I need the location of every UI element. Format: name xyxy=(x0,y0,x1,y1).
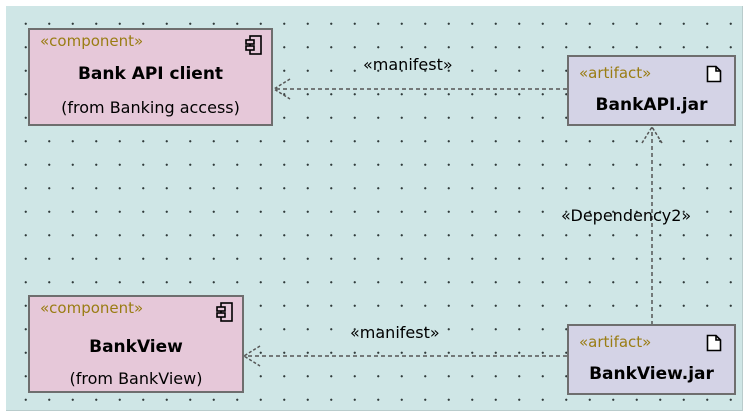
stereotype-label: «artifact» xyxy=(579,333,652,351)
component-icon xyxy=(216,302,233,322)
stereotype-label: «artifact» xyxy=(579,64,652,82)
component-icon xyxy=(245,35,262,55)
component-bankview[interactable]: «component» BankView (from BankView) xyxy=(28,295,244,393)
element-name: BankAPI.jar xyxy=(595,95,708,115)
element-name: BankView.jar xyxy=(589,364,714,384)
artifact-bankapi-jar[interactable]: «artifact» BankAPI.jar xyxy=(567,55,736,126)
arrowhead-top-manifest xyxy=(272,78,291,100)
manifest-label-top[interactable]: «manifest» xyxy=(363,55,453,74)
element-origin: (from BankView) xyxy=(69,369,203,388)
artifact-bankview-jar[interactable]: «artifact» BankView.jar xyxy=(567,324,736,395)
document-icon xyxy=(706,334,722,352)
document-icon xyxy=(706,65,722,83)
element-name: Bank API client xyxy=(77,64,224,84)
element-name: BankView xyxy=(89,337,183,357)
arrowhead-dependency xyxy=(641,125,663,144)
arrowhead-bottom-manifest xyxy=(242,345,261,367)
component-bank-api-client[interactable]: «component» Bank API client (from Bankin… xyxy=(28,28,273,126)
dependency-label[interactable]: «Dependency2» xyxy=(561,206,692,225)
manifest-label-bottom[interactable]: «manifest» xyxy=(350,323,440,342)
element-origin: (from Banking access) xyxy=(61,98,240,117)
stereotype-label: «component» xyxy=(40,32,144,50)
stereotype-label: «component» xyxy=(40,299,144,317)
